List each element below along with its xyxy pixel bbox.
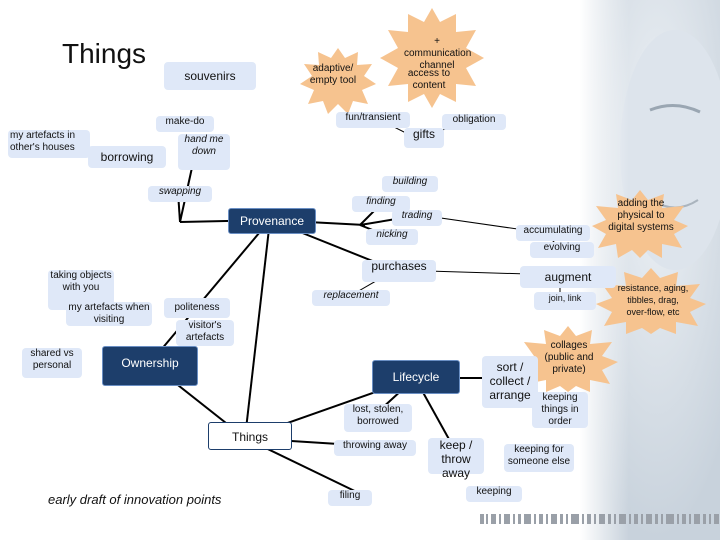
node-lost-stolen: lost, stolen, borrowed (344, 404, 412, 432)
node-keeping: keeping (466, 486, 522, 502)
node-hand-me-down: hand me down (178, 134, 230, 170)
burst-adding-bg (592, 190, 688, 258)
node-collages: collages (public and private) (544, 340, 594, 375)
node-throwing-away: throwing away (334, 440, 416, 456)
hub-lifecycle: Lifecycle (372, 360, 460, 394)
footer-note: early draft of innovation points (48, 492, 222, 507)
node-adaptive: adaptive/ empty tool (309, 63, 357, 86)
node-fun-transient: fun/transient (336, 112, 410, 128)
node-souvenirs: souvenirs (164, 62, 256, 90)
node-trading: trading (392, 210, 442, 226)
node-replacement: replacement (312, 290, 390, 306)
node-nicking: nicking (366, 229, 418, 245)
node-my-artefacts-others: my artefacts in other's houses (8, 130, 90, 158)
node-borrowing: borrowing (88, 146, 166, 168)
hub-ownership: Ownership (102, 346, 198, 386)
burst-adaptive-bg (300, 48, 376, 114)
decorative-barcode (480, 514, 719, 524)
node-my-artefacts-visiting: my artefacts when visiting (66, 302, 152, 326)
node-gifts: gifts (404, 128, 444, 148)
node-keeping-someone: keeping for someone else (504, 444, 574, 472)
node-shared-personal: shared vs personal (22, 348, 82, 378)
node-keep-throw: keep / throw away (428, 438, 484, 480)
node-make-do: make-do (156, 116, 214, 132)
node-politeness: politeness (164, 298, 230, 318)
node-access: access to content (407, 68, 451, 91)
node-sort-collect: sort / collect / arrange (482, 356, 538, 408)
node-join-link: join, link (534, 292, 596, 310)
node-filing: filing (328, 490, 372, 506)
burst-collages-bg (518, 326, 618, 392)
node-visitors-artefacts: visitor's artefacts (176, 320, 234, 346)
page-title: Things (62, 38, 147, 69)
node-communication: + communication channel (404, 36, 472, 71)
node-accumulating: accumulating (516, 225, 590, 241)
node-keeping-order: keeping things in order (532, 392, 588, 428)
node-purchases: purchases (362, 260, 436, 282)
burst-resistance-bg (596, 268, 706, 334)
node-swapping: swapping (148, 186, 212, 202)
node-adding-physical: adding the physical to digital systems (608, 198, 674, 233)
hub-things: Things (208, 422, 292, 450)
node-obligation: obligation (442, 114, 506, 130)
hub-provenance: Provenance (228, 208, 316, 234)
node-resistance: resistance, aging, tibbles, drag, over-f… (617, 283, 689, 317)
node-building: building (382, 176, 438, 192)
node-finding: finding (352, 196, 410, 212)
node-evolving: evolving (530, 242, 594, 258)
node-augment: augment (520, 266, 616, 288)
burst-communication-bg (380, 8, 484, 108)
